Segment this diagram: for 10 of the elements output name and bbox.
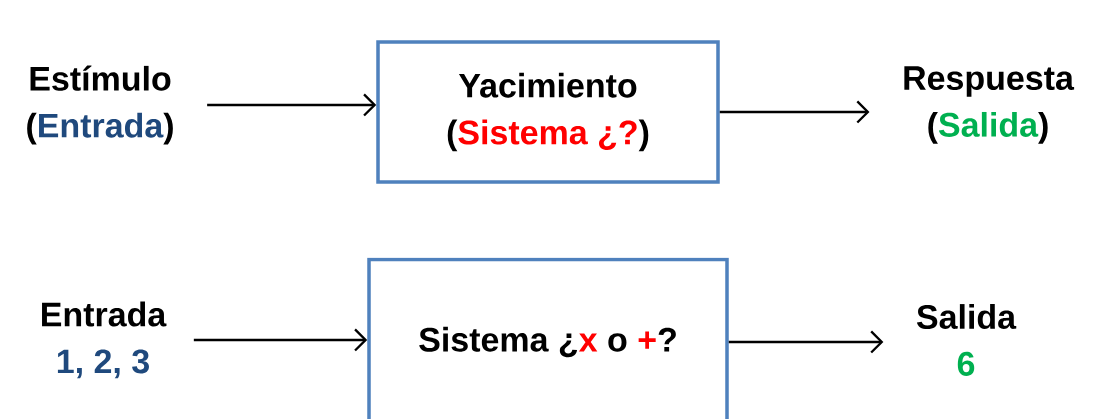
label-text: Estímulo (Entrada): [27, 65, 173, 145]
process-box: Sistema ¿x o +?: [367, 257, 729, 419]
label-text: Respuesta (Salida): [904, 66, 1075, 144]
arrow: [207, 93, 377, 117]
label-text: Entrada 1, 2, 3: [42, 301, 167, 379]
label-text: Salida 6: [916, 304, 1017, 376]
arrow: [719, 100, 870, 124]
arrow: [193, 328, 368, 352]
arrow: [728, 330, 884, 354]
process-box: Yacimiento (Sistema ¿?): [376, 40, 720, 184]
